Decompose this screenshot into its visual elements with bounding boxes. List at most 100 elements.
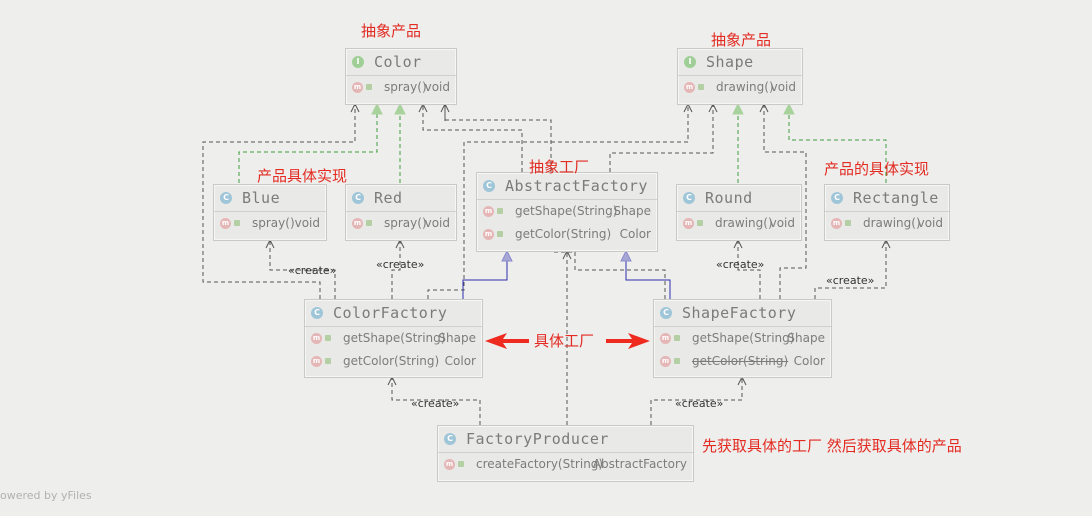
edge-abstractfactory-uses-color [423, 104, 523, 172]
class-shape[interactable]: I Shape m drawing() void [677, 48, 803, 105]
note-concrete-factory: 具体工厂 [534, 332, 595, 350]
class-name: ShapeFactory [682, 304, 797, 322]
method-row: m getShape(String) Shape [654, 327, 831, 350]
class-round[interactable]: C Round m drawing() void [676, 184, 802, 241]
public-visibility-icon [458, 461, 464, 467]
class-header: C FactoryProducer [438, 426, 693, 453]
class-icon: C [220, 192, 232, 204]
public-visibility-icon [325, 335, 331, 341]
method-row: m getColor(String) Color [305, 350, 482, 373]
method-list: m getShape(String) Shape m getColor(Stri… [305, 327, 482, 373]
method-icon: m [684, 82, 695, 93]
method-list: m spray() void [214, 212, 326, 235]
method-return-type: Color [444, 354, 476, 368]
method-return-type: AbstractFactory [592, 457, 687, 471]
class-icon: C [352, 192, 364, 204]
method-icon: m [311, 356, 322, 367]
public-visibility-icon [698, 84, 704, 90]
method-return-type: void [424, 216, 450, 230]
class-icon: C [311, 307, 323, 319]
interface-icon: I [352, 56, 364, 68]
method-row: m drawing() void [678, 76, 802, 99]
class-header: C AbstractFactory [477, 173, 657, 200]
class-header: C Red [346, 185, 456, 212]
note-explanation: 先获取具体的工厂 然后获取具体的产品 [702, 437, 962, 455]
method-name: getShape(String) [343, 331, 446, 345]
class-header: C ColorFactory [305, 300, 482, 327]
method-row: m spray() void [214, 212, 326, 235]
class-name: Rectangle [853, 189, 939, 207]
public-visibility-icon [366, 220, 372, 226]
method-list: m spray() void [346, 76, 456, 99]
method-return-type: Color [619, 227, 651, 241]
public-visibility-icon [845, 220, 851, 226]
class-rectangle[interactable]: C Rectangle m drawing() void [824, 184, 950, 241]
red-arrow-right [606, 333, 650, 349]
class-header: C Rectangle [825, 185, 949, 212]
method-return-type: void [294, 216, 320, 230]
red-arrow-left [485, 333, 529, 349]
method-icon: m [352, 218, 363, 229]
method-icon: m [311, 333, 322, 344]
method-name: createFactory(String) [476, 457, 604, 471]
class-icon: C [683, 192, 695, 204]
method-name: drawing() [863, 216, 921, 230]
class-blue[interactable]: C Blue m spray() void [213, 184, 327, 241]
class-name: Red [374, 189, 403, 207]
class-name: Color [374, 53, 422, 71]
method-row: m spray() void [346, 76, 456, 99]
public-visibility-icon [497, 231, 503, 237]
note-product-impl: 产品具体实现 [257, 167, 348, 185]
method-name: getShape(String) [515, 204, 618, 218]
method-name: getColor(String) [343, 354, 440, 368]
method-return-type: Shape [787, 331, 825, 345]
method-icon: m [352, 82, 363, 93]
note-product-concrete-impl: 产品的具体实现 [824, 160, 930, 178]
edge-colorfactory-extends-abstractfactory [462, 251, 507, 299]
method-icon: m [220, 218, 231, 229]
method-return-type: void [424, 80, 450, 94]
method-name: spray() [252, 216, 295, 230]
method-return-type: Color [793, 354, 825, 368]
class-name: ColorFactory [333, 304, 448, 322]
method-row: m getColor(String) Color [477, 223, 657, 246]
class-color[interactable]: I Color m spray() void [345, 48, 457, 105]
class-header: C Blue [214, 185, 326, 212]
public-visibility-icon [234, 220, 240, 226]
class-icon: C [444, 433, 456, 445]
stereotype-create-blue: «create» [288, 264, 337, 277]
stereotype-create-red: «create» [376, 258, 425, 271]
method-row: m createFactory(String) AbstractFactory [438, 453, 693, 476]
edge-shapefactory-extends-abstractfactory [626, 251, 671, 299]
class-header: I Color [346, 49, 456, 76]
method-row: m getShape(String) Shape [305, 327, 482, 350]
class-name: Round [705, 189, 753, 207]
method-name: drawing() [716, 80, 774, 94]
method-icon: m [444, 459, 455, 470]
method-name: drawing() [715, 216, 773, 230]
class-red[interactable]: C Red m spray() void [345, 184, 457, 241]
class-icon: C [483, 180, 495, 192]
class-header: C Round [677, 185, 801, 212]
note-abstract-product-right: 抽象产品 [711, 31, 772, 49]
class-icon: C [660, 307, 672, 319]
class-factory-producer[interactable]: C FactoryProducer m createFactory(String… [437, 425, 694, 482]
class-abstract-factory[interactable]: C AbstractFactory m getShape(String) Sha… [476, 172, 658, 252]
method-icon: m [483, 206, 494, 217]
method-icon: m [683, 218, 694, 229]
method-name: getShape(String) [692, 331, 795, 345]
method-list: m drawing() void [677, 212, 801, 235]
method-icon: m [831, 218, 842, 229]
class-color-factory[interactable]: C ColorFactory m getShape(String) Shape … [304, 299, 483, 378]
edge-generalization [462, 251, 671, 299]
public-visibility-icon [674, 335, 680, 341]
method-return-type: void [769, 216, 795, 230]
note-abstract-product-left: 抽象产品 [361, 22, 422, 40]
method-list: m spray() void [346, 212, 456, 235]
method-row: m spray() void [346, 212, 456, 235]
interface-icon: I [684, 56, 696, 68]
method-row: m drawing() void [825, 212, 949, 235]
class-shape-factory[interactable]: C ShapeFactory m getShape(String) Shape … [653, 299, 832, 378]
public-visibility-icon [674, 358, 680, 364]
stereotype-create-rectangle: «create» [826, 274, 875, 287]
